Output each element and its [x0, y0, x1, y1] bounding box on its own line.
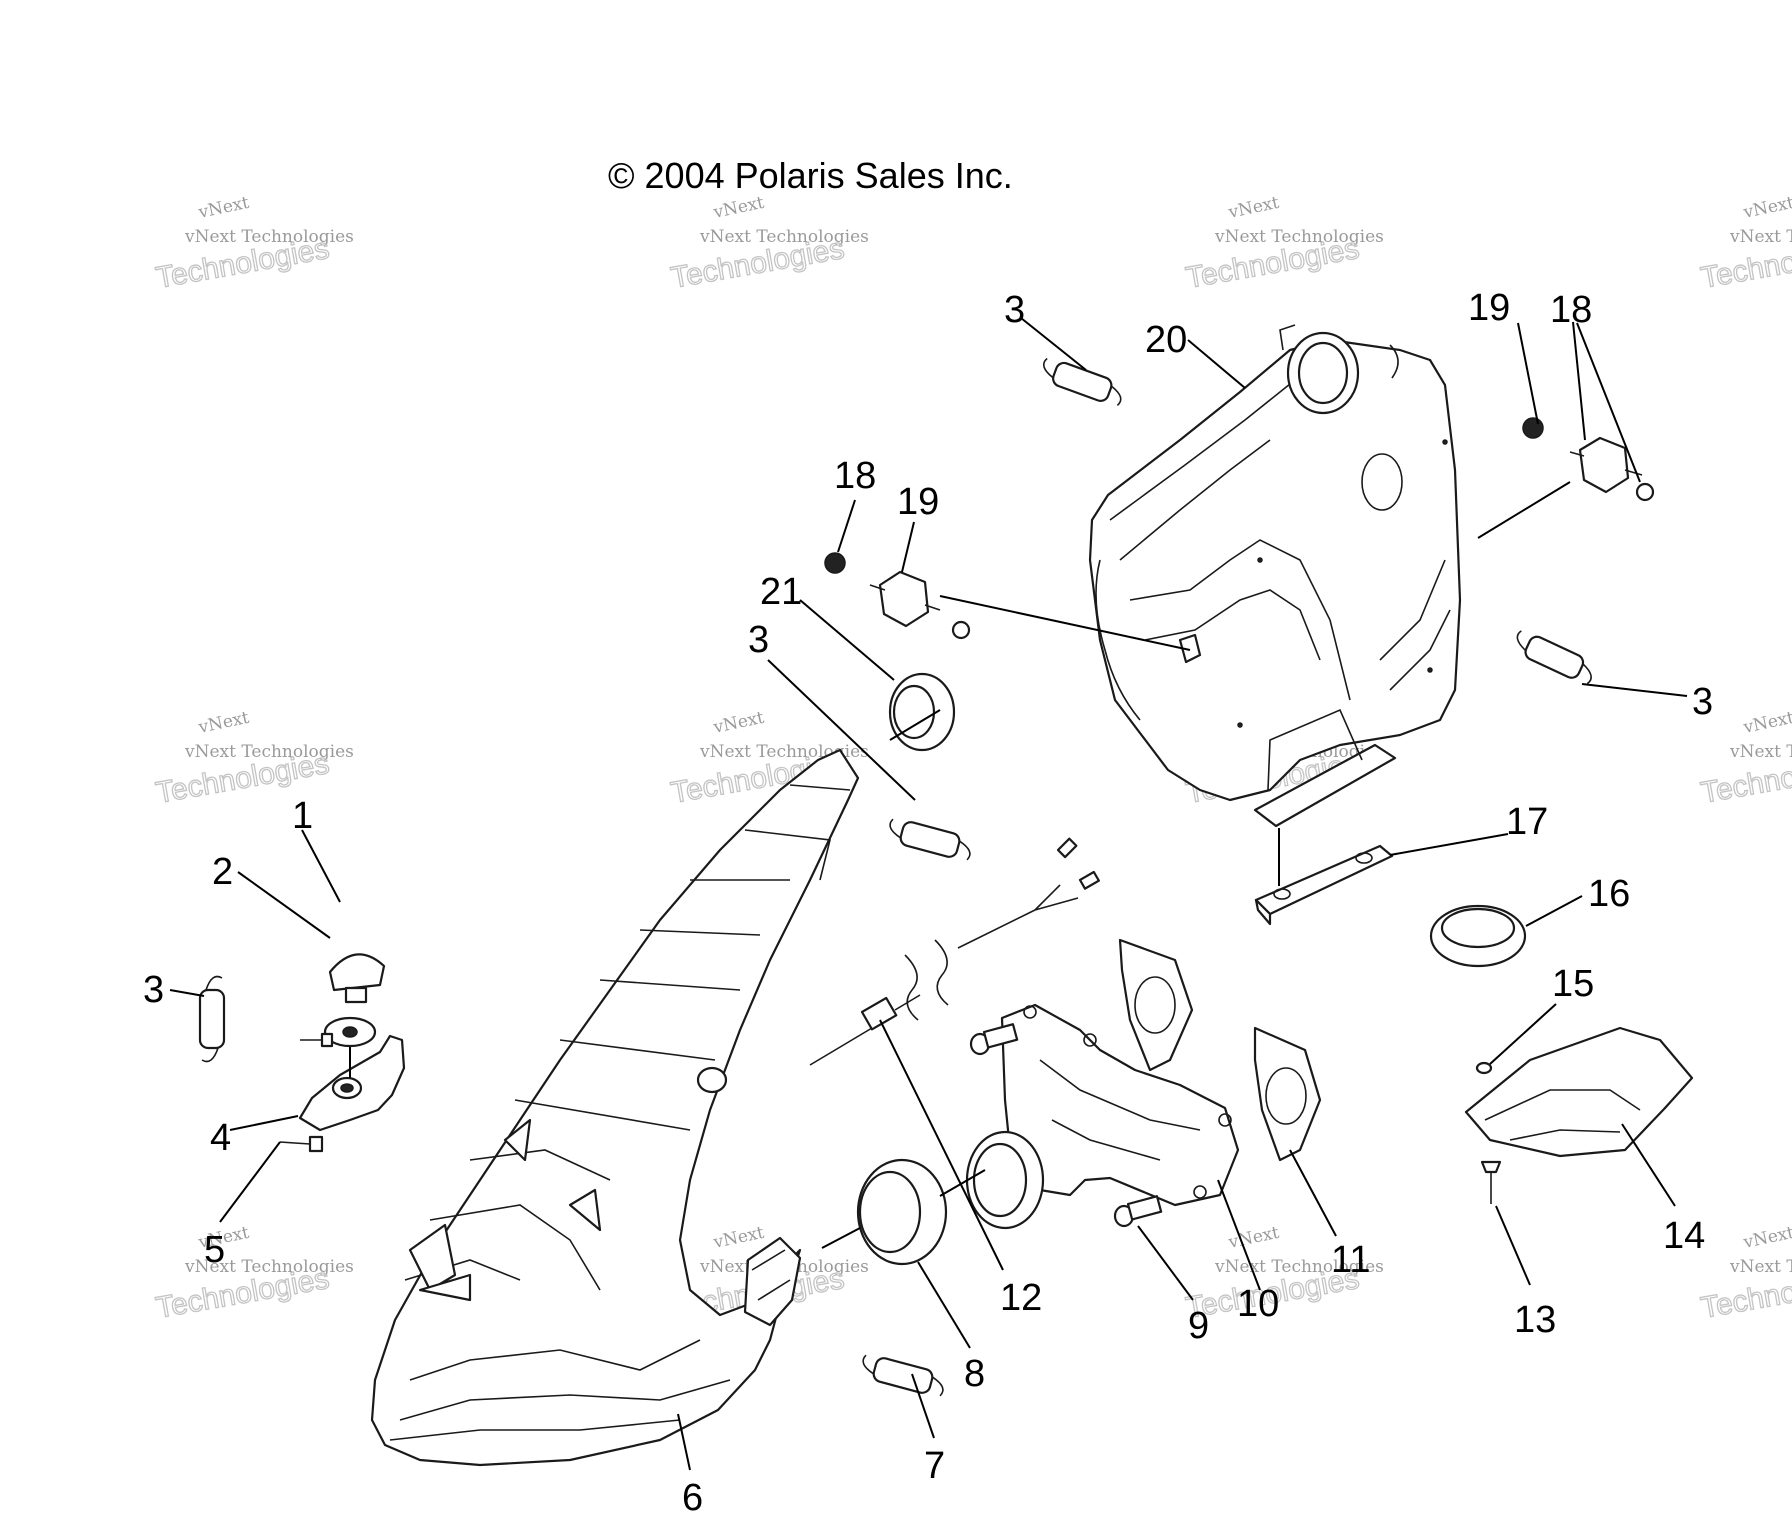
- watermark-vnext: vNext: [1741, 1223, 1792, 1253]
- callout-21: 21: [760, 571, 802, 613]
- washer-part-2: [323, 1016, 377, 1048]
- watermark: vNext vNext Technologies Technologies: [1183, 193, 1384, 296]
- watermark-line: vNext Technologies: [184, 1257, 354, 1277]
- callout-14: 14: [1663, 1215, 1705, 1257]
- watermark-line: vNext Technologies: [1729, 1257, 1792, 1277]
- watermark: vNext vNext Technologies Technologies: [153, 193, 354, 296]
- watermark-line: vNext Technologies: [1214, 1257, 1384, 1277]
- rivet-part-13: [1480, 1160, 1502, 1204]
- callout-15: 15: [1552, 963, 1594, 1005]
- nut-part-15: [1475, 1061, 1493, 1075]
- watermark-line: vNext Technologies: [1729, 227, 1792, 247]
- callout-3: 3: [1004, 289, 1025, 331]
- callout-2: 2: [212, 851, 233, 893]
- spring-part-3-middle: [889, 818, 971, 861]
- watermark-line: vNext Technologies: [1214, 227, 1384, 247]
- callout-3: 3: [1692, 681, 1713, 723]
- callout-9: 9: [1188, 1305, 1209, 1347]
- callout-3: 3: [748, 619, 769, 661]
- callout-13: 13: [1514, 1299, 1556, 1341]
- cap-part-1: [328, 953, 386, 1004]
- callout-4: 4: [210, 1117, 231, 1159]
- callout-3: 3: [143, 969, 164, 1011]
- watermark: vNext vNext Technologies Technologies: [668, 193, 869, 296]
- callout-6: 6: [682, 1477, 703, 1519]
- screw-part-5: [279, 1135, 324, 1153]
- watermark-line: vNext Technologies: [184, 742, 354, 762]
- watermark: vNext vNext Technologies Technologies: [1698, 193, 1792, 296]
- seal-ring-part-21: [888, 672, 956, 752]
- heat-shield-part-14: [1464, 1026, 1694, 1158]
- callout-17: 17: [1506, 801, 1548, 843]
- sensor-part-12: [809, 837, 1100, 1066]
- callout-20: 20: [1145, 319, 1187, 361]
- callout-5: 5: [204, 1229, 225, 1271]
- manifold-part-10: [965, 1003, 1240, 1230]
- nut-part-18-left-small: [951, 620, 971, 640]
- callout-8: 8: [964, 1353, 985, 1395]
- nut-part-18-left: [824, 552, 846, 574]
- callout-10: 10: [1237, 1283, 1279, 1325]
- spring-part-3-left: [198, 975, 226, 1063]
- mount-part-19-right: [1569, 436, 1643, 494]
- seal-ring-part-8: [856, 1158, 948, 1266]
- gasket-upper: [1118, 938, 1194, 1072]
- callout-18: 18: [1550, 289, 1592, 331]
- watermark-vnext: vNext: [711, 193, 766, 223]
- bolt-upper: [969, 1023, 1019, 1056]
- spring-part-3-right: [1516, 630, 1592, 685]
- callout-11: 11: [1331, 1239, 1370, 1281]
- plate-part-17: [1254, 844, 1394, 926]
- seal-part-16: [1429, 904, 1527, 968]
- bracket-part-4: [298, 1032, 406, 1132]
- watermark-vnext: vNext: [1741, 708, 1792, 738]
- watermark-line: vNext Technologies: [699, 227, 869, 247]
- watermark-vnext: vNext: [196, 193, 251, 223]
- mount-part-19-left: [869, 570, 941, 628]
- watermark: vNext vNext Technologies Technologies: [1698, 1223, 1792, 1326]
- callout-12: 12: [1000, 1277, 1042, 1319]
- callout-19: 19: [897, 481, 939, 523]
- gasket-part-11: [1253, 1026, 1322, 1162]
- watermark-line: vNext Technologies: [1729, 742, 1792, 762]
- watermark-vnext: vNext: [1226, 193, 1281, 223]
- nut-part-18-right: [1522, 417, 1544, 439]
- callout-1: 1: [292, 795, 313, 837]
- spring-part-3-upper: [1042, 357, 1122, 406]
- watermark-vnext: vNext: [711, 1223, 766, 1253]
- callout-18: 18: [834, 455, 876, 497]
- callout-16: 16: [1588, 873, 1630, 915]
- watermark: vNext vNext Technologies Technologies: [153, 708, 354, 811]
- callout-7: 7: [924, 1445, 945, 1487]
- muffler-part-20: [1088, 324, 1462, 828]
- watermark-vnext: vNext: [711, 708, 766, 738]
- watermark-line: vNext Technologies: [184, 227, 354, 247]
- watermark: vNext vNext Technologies Technologies: [153, 1223, 354, 1326]
- watermark-vnext: vNext: [1741, 193, 1792, 223]
- copyright-notice: © 2004 Polaris Sales Inc.: [608, 155, 1013, 196]
- callout-19: 19: [1468, 287, 1510, 329]
- exhaust-pipe-part-6: [370, 748, 860, 1467]
- bolt-part-9: [1113, 1195, 1163, 1228]
- spring-part-7: [862, 1354, 944, 1397]
- watermark-vnext: vNext: [196, 708, 251, 738]
- nut-part-18-right-small: [1635, 482, 1655, 502]
- watermark: vNext vNext Technologies Technologies: [1698, 708, 1792, 811]
- callout-labels: 1 2 3 3 3 3 4 5 6 7 8 9 10 11 12 13 14 1…: [143, 287, 1713, 1519]
- leader-lines: [169, 317, 1688, 1471]
- watermark-vnext: vNext: [1226, 1223, 1281, 1253]
